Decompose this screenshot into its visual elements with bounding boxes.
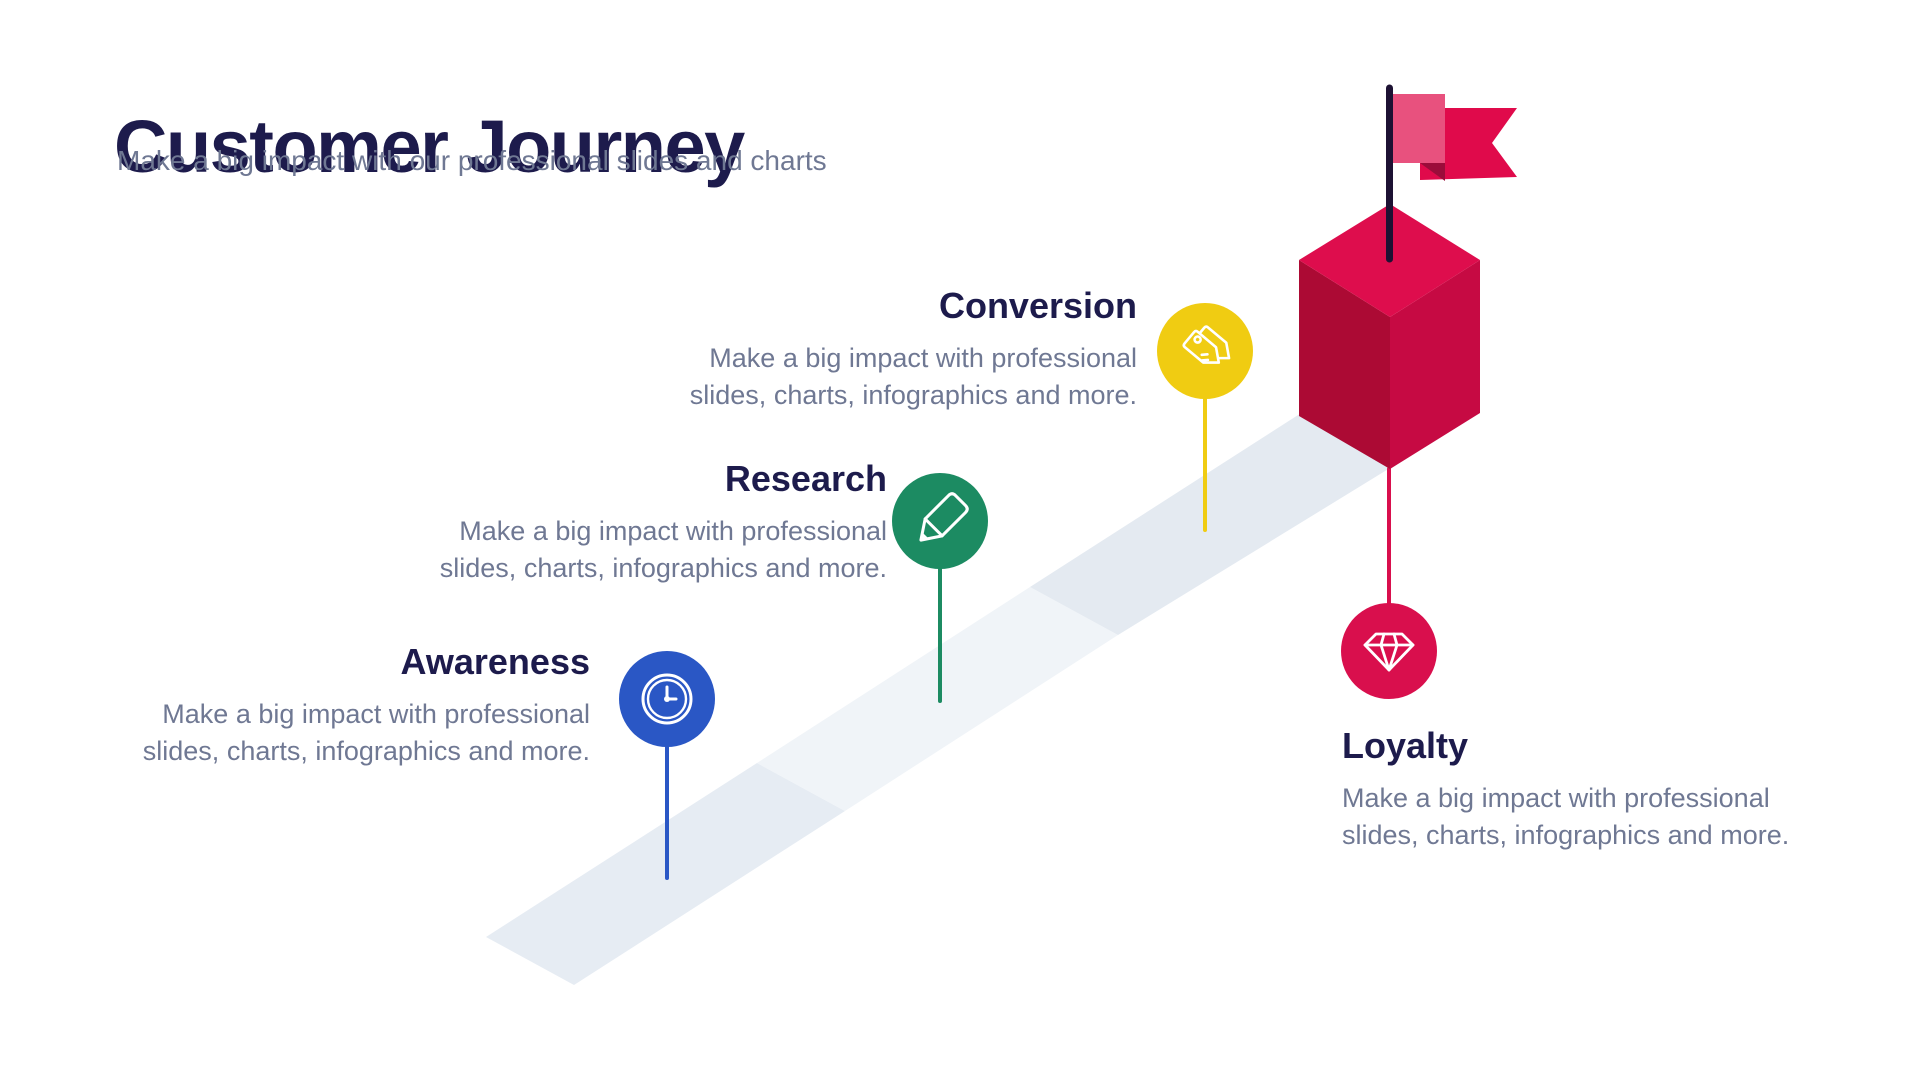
- description-line: slides, charts, infographics and more.: [689, 380, 1137, 410]
- page-title: Customer Journey: [114, 104, 745, 188]
- page-subtitle: Make a big impact with our professional …: [117, 145, 827, 176]
- description-line: Make a big impact with professional: [162, 699, 590, 729]
- loyalty-circle: [1341, 603, 1437, 699]
- pencil-icon: [919, 492, 969, 542]
- description-line: slides, charts, infographics and more.: [142, 736, 590, 766]
- research-circle: [892, 473, 988, 569]
- description-line: slides, charts, infographics and more.: [1342, 820, 1790, 850]
- price-tags-icon: [1182, 325, 1231, 364]
- stage-loyalty: Loyalty Make a big impact with professio…: [1342, 728, 1789, 854]
- stage-awareness-title: Awareness: [400, 641, 590, 682]
- stage-conversion-title: Conversion: [938, 285, 1137, 326]
- stage-loyalty-description: Make a big impact with professional slid…: [1342, 780, 1789, 854]
- stage-awareness-description: Make a big impact with professional slid…: [143, 696, 590, 770]
- goal-flag: [1386, 84, 1517, 263]
- path-segment-3: [1030, 356, 1390, 635]
- stage-conversion: Conversion Make a big impact with profes…: [690, 288, 1137, 414]
- description-line: Make a big impact with professional: [459, 516, 887, 546]
- cube-right-face: [1390, 260, 1480, 469]
- flag-fold: [1420, 163, 1445, 181]
- stage-awareness: Awareness Make a big impact with profess…: [143, 644, 590, 770]
- flag-banner: [1420, 108, 1517, 180]
- stage-research-description: Make a big impact with professional slid…: [440, 513, 887, 587]
- diamond-icon: [1363, 632, 1415, 672]
- stage-research-title: Research: [724, 458, 887, 499]
- description-line: Make a big impact with professional: [709, 343, 1137, 373]
- stage-conversion-description: Make a big impact with professional slid…: [690, 340, 1137, 414]
- description-line: Make a big impact with professional: [1342, 783, 1770, 813]
- cube-left-face: [1299, 260, 1390, 469]
- stage-research: Research Make a big impact with professi…: [440, 461, 887, 587]
- clock-icon: [641, 673, 693, 725]
- path-segment-2: [757, 587, 1118, 811]
- stage-loyalty-title: Loyalty: [1342, 725, 1469, 766]
- description-line: slides, charts, infographics and more.: [439, 553, 887, 583]
- flag-inner-panel: [1393, 94, 1445, 163]
- front-tag: [1182, 329, 1221, 364]
